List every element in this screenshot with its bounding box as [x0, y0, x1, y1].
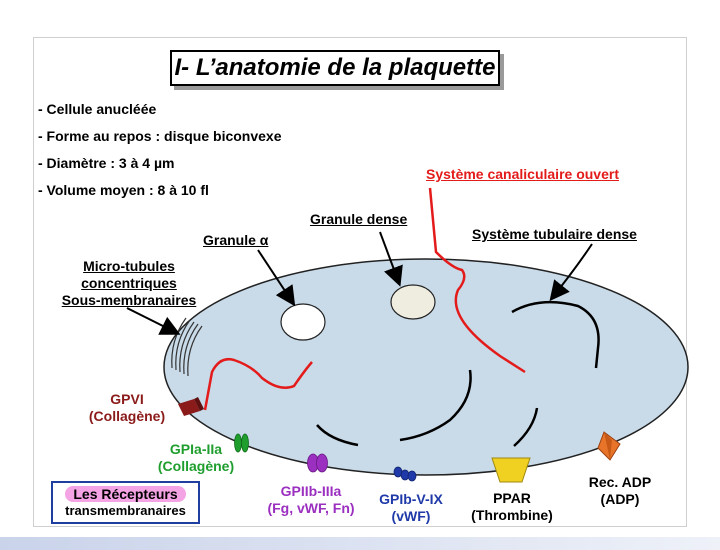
- label-microtubules: Micro-tubules concentriques Sous-membran…: [56, 258, 202, 309]
- dense-tubular-system: [316, 300, 600, 447]
- granule-dense: [390, 284, 436, 320]
- pointer-arrows: [126, 231, 593, 335]
- canalicular-channel: [203, 358, 313, 411]
- label-microtubules-line3: Sous-membranaires: [61, 292, 197, 308]
- bullet-item: - Volume moyen : 8 à 10 fl: [38, 182, 209, 198]
- label-dense-tubular-system: Système tubulaire dense: [472, 226, 637, 242]
- label-granule-dense: Granule dense: [310, 211, 408, 227]
- bullet-list: - Cellule anucléée - Forme au repos : di…: [38, 100, 282, 208]
- label-ppar-ligand: (Thrombine): [471, 507, 553, 523]
- label-gpia-name: GPIa-IIa: [169, 441, 223, 457]
- gpvi-receptor-icon: [178, 397, 204, 416]
- bullet-item: - Cellule anucléée: [38, 101, 157, 117]
- gpiib-receptor-icon: [307, 453, 328, 473]
- label-gpvi: GPVI (Collagène): [82, 391, 172, 425]
- adp-receptor-icon: [597, 431, 621, 461]
- label-open-canalicular-system: Système canaliculaire ouvert: [426, 166, 619, 182]
- bottom-bar: [0, 537, 720, 550]
- label-adp-name: Rec. ADP: [588, 474, 652, 490]
- label-gpib: GPIb-V-IX (vWF): [366, 491, 456, 525]
- slide-title: I- L’anatomie de la plaquette: [170, 50, 500, 86]
- gpib-receptor-icon: [393, 466, 417, 482]
- label-gpvi-name: GPVI: [110, 391, 144, 407]
- label-gpia: GPIa-IIa (Collagène): [150, 441, 242, 475]
- bullet-item: - Forme au repos : disque biconvexe: [38, 128, 282, 144]
- label-gpiib: GPIIb-IIIa (Fg, vWF, Fn): [247, 483, 375, 517]
- label-ppar-name: PPAR: [493, 490, 531, 506]
- label-gpiib-ligand: (Fg, vWF, Fn): [267, 500, 355, 516]
- microtubule-arcs: [171, 317, 203, 377]
- legend-box: Les Récepteurs transmembranaires: [51, 481, 200, 524]
- label-adp-ligand: (ADP): [600, 491, 640, 507]
- legend-subtitle: transmembranaires: [65, 503, 186, 518]
- label-granule-alpha: Granule α: [203, 232, 269, 248]
- gpia-receptor-icon: [234, 433, 249, 453]
- label-adp: Rec. ADP (ADP): [575, 474, 665, 508]
- label-gpib-name: GPIb-V-IX: [379, 491, 443, 507]
- bullet-item: - Diamètre : 3 à 4 µm: [38, 155, 175, 171]
- label-gpib-ligand: (vWF): [391, 508, 431, 524]
- legend-title: Les Récepteurs: [65, 486, 186, 502]
- ppar-receptor-icon: [491, 457, 531, 483]
- label-microtubules-line2: concentriques: [81, 275, 177, 291]
- label-microtubules-line1: Micro-tubules: [83, 258, 175, 274]
- label-gpia-ligand: (Collagène): [157, 458, 235, 474]
- label-gpvi-ligand: (Collagène): [88, 408, 166, 424]
- label-gpiib-name: GPIIb-IIIa: [280, 483, 342, 499]
- granule-alpha: [280, 303, 326, 341]
- open-canalicular-system: [428, 187, 526, 374]
- label-ppar: PPAR (Thrombine): [463, 490, 561, 524]
